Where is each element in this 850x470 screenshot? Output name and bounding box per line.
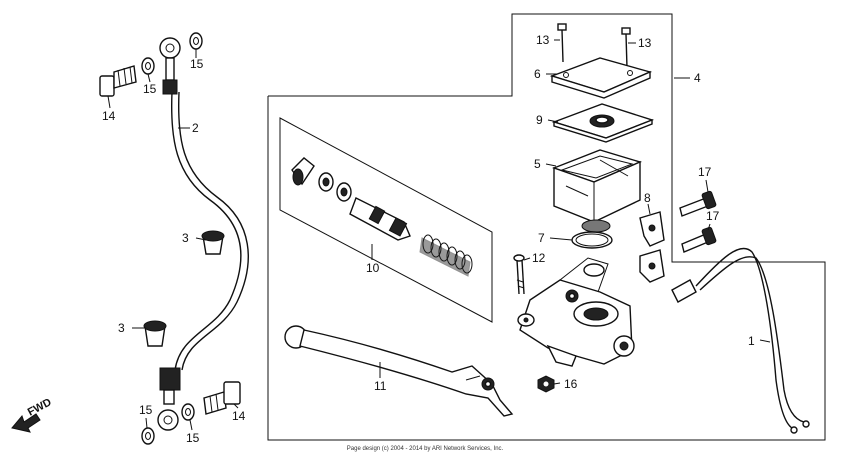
fwd-label: FWD [26,396,54,418]
forward-direction-indicator: FWD [11,396,54,433]
pivot-bolt[interactable] [513,254,525,295]
holder-bolt-lower[interactable] [681,226,717,253]
callout-label: 15 [139,403,153,417]
callout-label: 9 [536,113,543,127]
callout-label: 16 [564,377,578,391]
hose-grommet[interactable] [143,320,167,347]
callout-labels: 1 2 3 3 4 5 6 7 8 9 10 11 12 13 13 14 14… [102,33,755,445]
o-ring[interactable] [571,231,613,249]
sealing-washer[interactable] [141,57,155,75]
group-frame-piston-kit [279,117,493,323]
callout-label: 10 [366,261,380,275]
master-cylinder-piston-kit[interactable] [291,157,473,277]
callout-label: 5 [534,157,541,171]
sealing-washer[interactable] [141,427,155,445]
callout-label: 17 [698,165,712,179]
sealing-washer[interactable] [181,403,195,421]
callout-label: 6 [534,67,541,81]
reservoir-diaphragm[interactable] [551,103,655,143]
callout-label: 3 [182,231,189,245]
brake-light-switch[interactable] [671,247,810,434]
callout-label: 14 [102,109,116,123]
reservoir-cover[interactable] [549,57,653,99]
callout-label: 4 [694,71,701,85]
callout-label: 2 [192,121,199,135]
callout-label: 13 [536,33,550,47]
holder-bolt-upper[interactable] [679,190,717,217]
callout-label: 13 [638,36,652,50]
callout-label: 11 [374,379,387,393]
lever-holder[interactable] [639,211,665,283]
sealing-washer[interactable] [189,32,203,50]
callout-label: 3 [118,321,125,335]
reservoir-body[interactable] [551,149,643,233]
cover-screw-left[interactable] [557,23,567,63]
copyright-footer: Page design (c) 2004 - 2014 by ARI Netwo… [347,446,504,452]
brake-lever[interactable] [284,325,514,417]
callout-label: 7 [538,231,545,245]
brake-hose[interactable] [157,37,249,431]
master-cylinder-body[interactable] [517,257,635,367]
hose-grommet[interactable] [201,230,225,255]
callout-label: 14 [232,409,246,423]
callout-label: 17 [706,209,720,223]
pivot-nut[interactable] [537,375,555,393]
callout-label: 15 [190,57,204,71]
group-frame-master-cylinder [267,13,826,441]
banjo-bolt-lower[interactable] [203,381,241,415]
callout-label: 15 [143,82,157,96]
callout-label: 1 [748,334,755,348]
callout-label: 8 [644,191,651,205]
callout-leaders [107,39,771,431]
banjo-bolt-upper[interactable] [99,65,137,97]
cover-screw-right[interactable] [621,27,631,69]
callout-label: 12 [532,251,546,265]
callout-label: 15 [186,431,200,445]
